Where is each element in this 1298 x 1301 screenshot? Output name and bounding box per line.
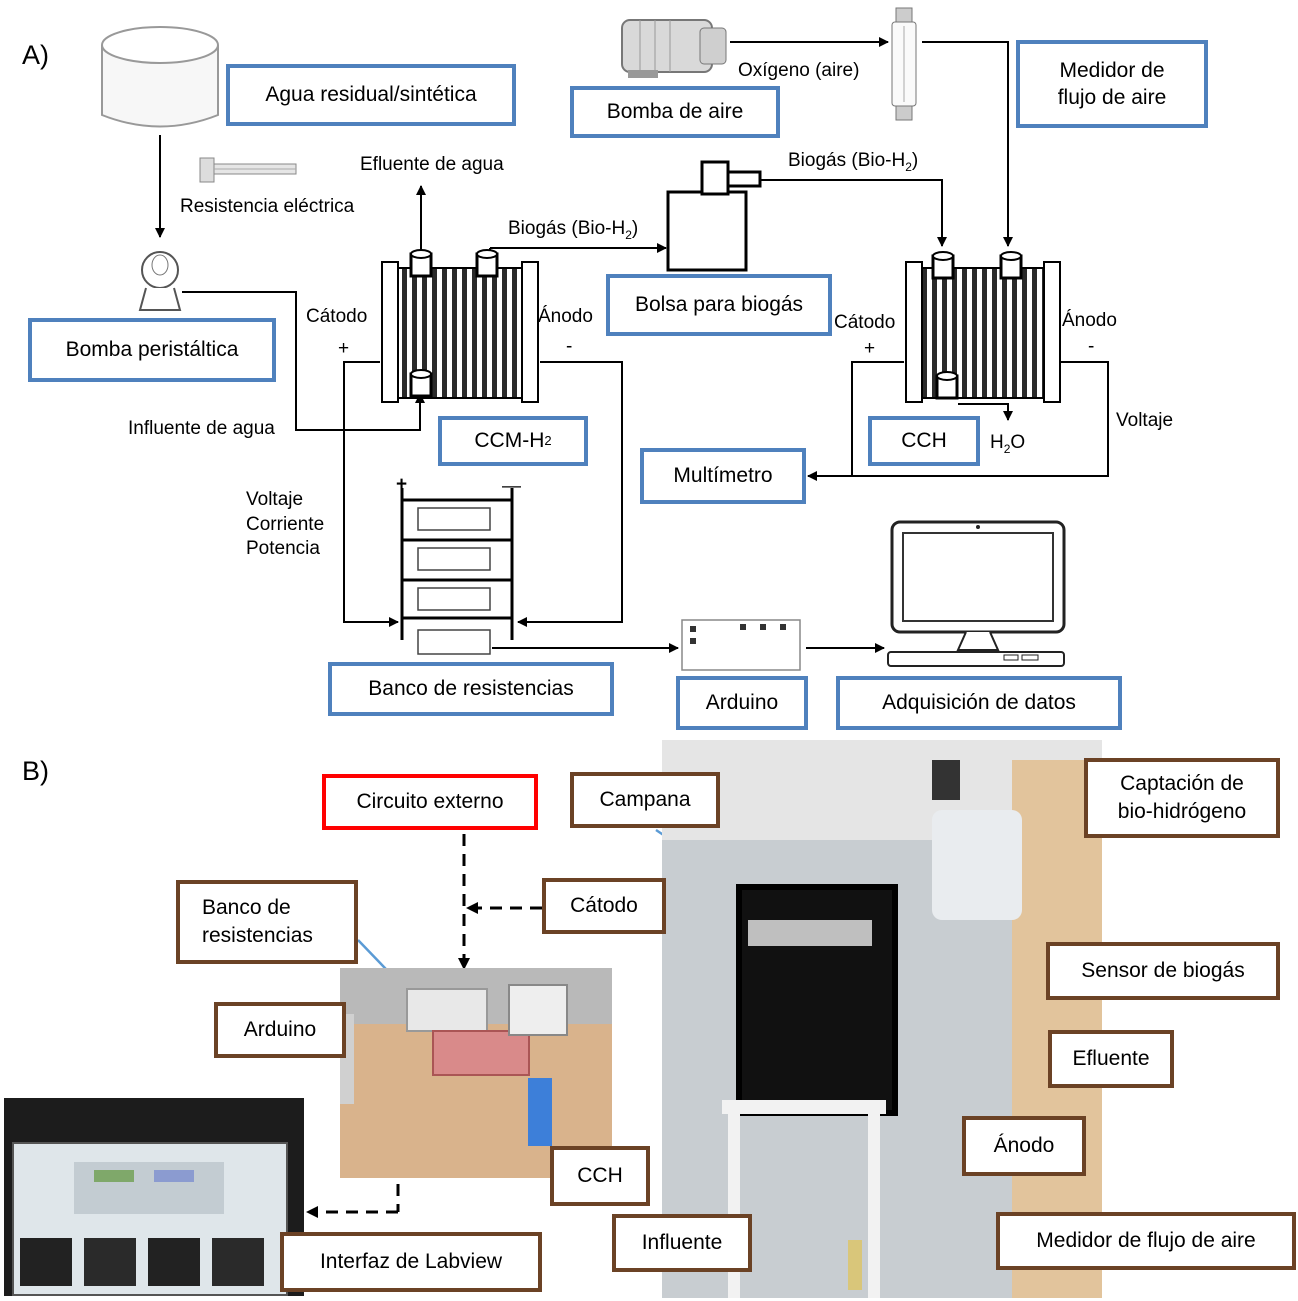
measure-power: Potencia <box>246 538 320 560</box>
minus-label-1: - <box>566 336 573 357</box>
cathode-label-1: Cátodo <box>306 306 368 327</box>
computer-icon <box>887 520 1066 667</box>
voltage-to-multimeter-arrow <box>807 361 1109 481</box>
hydrogen-capture-line1: Captación de <box>1120 771 1244 795</box>
h2o-label: H2O <box>990 432 1025 457</box>
resistor-bank-label-box: Banco de resistencias <box>176 880 358 964</box>
biogas-bag-icon <box>666 160 762 272</box>
anode-label-2: Ánodo <box>1062 310 1117 331</box>
fuel-cell-box: CCH <box>868 416 980 466</box>
labview-box: Interfaz de Labview <box>280 1232 542 1292</box>
plus-label-2: + <box>864 338 876 359</box>
h2o-o: O <box>1010 432 1026 453</box>
fuel-cell-label-box: CCH <box>550 1146 650 1206</box>
measures-label: Voltaje Corriente Potencia <box>246 488 324 562</box>
bag-to-cch-arrow <box>760 179 947 247</box>
peristaltic-pump-icon <box>138 251 182 311</box>
oxygen-label: Oxígeno (aire) <box>738 60 860 81</box>
labview-screen <box>12 1142 288 1296</box>
biogas-sensor-box: Sensor de biogás <box>1046 942 1280 1000</box>
anode-label-1: Ánodo <box>538 306 593 327</box>
biogas-text-2: Biogás (Bio-H <box>788 150 906 171</box>
biogas-end-2: ) <box>911 150 919 171</box>
heater-label: Resistencia eléctrica <box>180 196 355 217</box>
air-flow-meter-label-box: Medidor de flujo de aire <box>996 1212 1296 1270</box>
peristaltic-pump-box: Bomba peristáltica <box>28 318 276 382</box>
multimeter-box: Multímetro <box>640 448 806 504</box>
mec-label: CCM-H <box>474 429 545 453</box>
biogas-text-1: Biogás (Bio-H <box>508 218 626 239</box>
resistor-bank-icon <box>400 488 514 655</box>
biogas-label-2: Biogás (Bio-H2) <box>788 150 918 175</box>
cathode-to-bank-arrow <box>343 361 399 627</box>
biogas-label-1: Biogás (Bio-H2) <box>508 218 638 243</box>
resistor-bank-box: Banco de resistencias <box>328 662 614 716</box>
flow-meter-icon <box>891 7 917 121</box>
air-pump-box: Bomba de aire <box>570 86 780 138</box>
external-circuit-box: Circuito externo <box>322 774 538 830</box>
water-influent-label: Influente de agua <box>128 418 275 439</box>
reactor-photo <box>662 740 1102 1298</box>
arduino-label-box: Arduino <box>214 1002 346 1058</box>
bank-plus-label: + <box>396 474 408 495</box>
influent-line <box>182 291 425 431</box>
anode-box: Ánodo <box>962 1116 1086 1176</box>
cathode-box: Cátodo <box>542 878 666 934</box>
measure-voltage: Voltaje <box>246 489 304 510</box>
bank-minus-label: — <box>502 476 521 497</box>
hydrogen-capture-line2: bio-hidrógeno <box>1117 800 1247 823</box>
plus-label-1: + <box>338 338 350 359</box>
labview-photo <box>4 1098 304 1296</box>
resistor-bank-line2: resistencias <box>202 924 313 947</box>
air-to-cch-arrow <box>922 41 1013 247</box>
panel-a-tag: A) <box>22 40 49 70</box>
hydrogen-capture-box: Captación de bio-hidrógeno <box>1084 758 1280 838</box>
arduino-box: Arduino <box>676 676 808 730</box>
water-out-arrow <box>958 403 1013 421</box>
minus-label-2: - <box>1088 336 1095 357</box>
arduino-board-icon <box>681 619 801 671</box>
voltage-label: Voltaje <box>1116 410 1174 431</box>
biogas-bag-box: Bolsa para biogás <box>606 274 832 336</box>
water-effluent-label: Efluente de agua <box>360 154 504 175</box>
air-flow-meter-line1: Medidor de <box>1059 58 1165 82</box>
air-flow-meter-line2: flujo de aire <box>1057 86 1167 109</box>
biogas-sub-1: 2 <box>625 227 632 242</box>
anode-to-bank-arrow <box>517 361 623 627</box>
panel-b-tag: B) <box>22 756 49 786</box>
biogas-end-1: ) <box>631 218 639 239</box>
measure-current: Corriente <box>246 513 325 535</box>
bell-box: Campana <box>570 772 720 828</box>
biogas-sub-2: 2 <box>905 159 912 174</box>
mec-cell-icon <box>381 249 539 403</box>
data-acquisition-box: Adquisición de datos <box>836 676 1122 730</box>
air-pump-icon <box>621 19 727 78</box>
wastewater-box: Agua residual/sintética <box>226 64 516 126</box>
fuel-cell-icon <box>905 251 1061 403</box>
mec-sub: 2 <box>544 432 552 448</box>
effluent-box: Efluente <box>1048 1030 1174 1088</box>
h2o-h: H <box>990 432 1004 453</box>
cathode-label-2: Cátodo <box>834 312 896 333</box>
air-flow-meter-box: Medidor de flujo de aire <box>1016 40 1208 128</box>
h2o-sub: 2 <box>1003 441 1011 456</box>
resistor-bank-line1: Banco de <box>202 895 291 919</box>
water-tank-icon <box>101 26 219 128</box>
board-photo <box>340 968 612 1178</box>
heater-icon <box>199 157 297 183</box>
influent-box: Influente <box>612 1214 752 1272</box>
